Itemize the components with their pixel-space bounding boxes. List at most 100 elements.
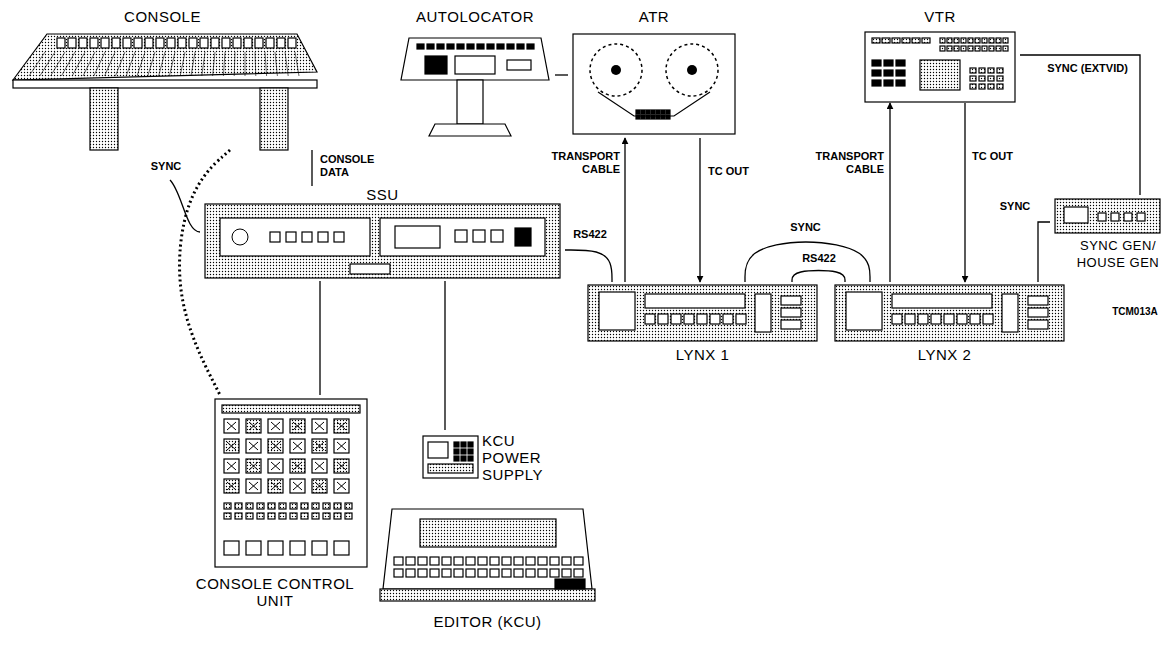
cable <box>319 281 320 395</box>
rack-unit <box>588 285 817 341</box>
button <box>454 449 459 454</box>
console-leg <box>90 88 118 150</box>
button <box>918 314 928 324</box>
key <box>574 557 583 565</box>
rack-unit <box>205 204 560 278</box>
device-drawing <box>835 285 1064 341</box>
key <box>968 46 973 51</box>
device-drawing <box>13 34 317 150</box>
signal-label: RS422 <box>568 228 612 241</box>
meter-strip <box>244 38 252 48</box>
meter-strip <box>222 405 360 413</box>
button-mark <box>315 482 324 490</box>
key <box>312 513 319 519</box>
key <box>970 84 976 89</box>
device-drawing <box>401 38 549 136</box>
button <box>246 419 261 433</box>
device-drawing <box>588 285 817 341</box>
rack-unit <box>835 285 1064 341</box>
key <box>954 38 959 43</box>
button-mark <box>271 422 280 430</box>
device-drawing <box>205 204 560 278</box>
cable <box>555 74 568 75</box>
button-mark <box>293 482 302 490</box>
channel-strip <box>159 52 165 76</box>
video-recorder: VTR <box>860 8 1020 103</box>
button <box>468 456 473 461</box>
key <box>345 513 352 519</box>
device-label: SYNC GEN/ HOUSE GEN <box>1068 237 1168 271</box>
button <box>1111 213 1119 221</box>
channel-strip <box>234 52 236 76</box>
key <box>988 84 994 89</box>
button <box>671 314 681 324</box>
front-panel <box>755 294 771 332</box>
tape-path <box>598 92 710 116</box>
key <box>457 44 464 49</box>
head-block <box>656 110 660 114</box>
cable <box>444 281 445 430</box>
button <box>224 479 239 493</box>
button-mark <box>337 422 346 430</box>
channel-strip <box>72 52 85 76</box>
key <box>490 569 499 577</box>
cable <box>745 242 870 282</box>
channel-strip <box>115 52 125 76</box>
button-mark <box>293 422 302 430</box>
console-desk <box>13 34 317 80</box>
meter-strip <box>123 38 131 48</box>
key <box>982 46 987 51</box>
switch <box>515 228 531 246</box>
button <box>684 314 694 324</box>
button <box>461 449 466 454</box>
key <box>940 38 945 43</box>
key <box>970 76 976 81</box>
button-mark <box>227 442 236 450</box>
button <box>710 314 720 324</box>
display <box>645 294 745 308</box>
key <box>997 68 1003 73</box>
signal-label: TRANSPORT CABLE <box>536 150 620 176</box>
button <box>334 479 349 493</box>
button <box>334 232 344 242</box>
key <box>961 38 966 43</box>
button <box>334 541 349 555</box>
meter-strip <box>222 38 230 48</box>
key <box>514 569 523 577</box>
key <box>224 513 231 519</box>
meter-strip <box>255 38 263 48</box>
key <box>947 46 952 51</box>
key <box>989 46 994 51</box>
head-block <box>656 115 660 119</box>
signal-label: TC OUT <box>972 150 1020 163</box>
locator-panel <box>401 38 549 80</box>
key <box>896 80 905 86</box>
figure-code: TCM013A <box>1105 305 1165 318</box>
key <box>988 76 994 81</box>
channel-strip <box>255 52 257 76</box>
key <box>394 569 403 577</box>
key <box>487 44 494 49</box>
key <box>872 80 881 86</box>
key <box>442 557 451 565</box>
button <box>461 456 466 461</box>
button <box>983 314 993 324</box>
pedestal <box>457 80 483 124</box>
channel-strip <box>29 52 45 76</box>
key <box>418 557 427 565</box>
key <box>526 557 535 565</box>
keypad <box>425 56 447 74</box>
lynx-module: LYNX 2 <box>832 282 1057 368</box>
key <box>394 557 403 565</box>
meter-strip <box>211 38 219 48</box>
key <box>490 557 499 565</box>
key <box>884 60 893 66</box>
button <box>312 479 327 493</box>
channel-strip <box>245 52 246 76</box>
button <box>334 419 349 433</box>
button <box>1028 308 1048 317</box>
button <box>658 314 668 324</box>
head-block <box>661 115 665 119</box>
lynx-module: LYNX 1 <box>585 282 820 368</box>
key <box>502 557 511 565</box>
